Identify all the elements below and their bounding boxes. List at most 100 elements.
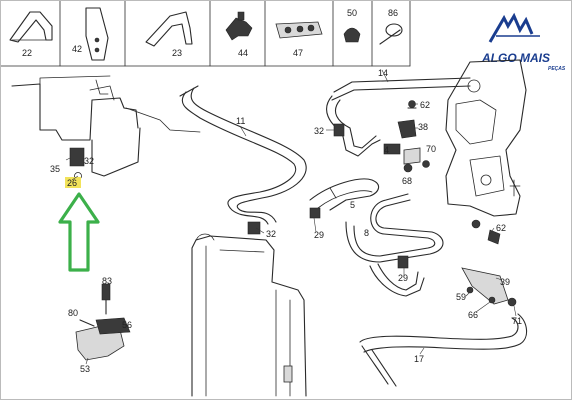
- leader-line: [71, 175, 79, 181]
- radiator-drain: [283, 365, 293, 383]
- pump-housing-outline: [445, 59, 527, 217]
- part-32-clamp-upper: [333, 123, 345, 137]
- part-32-drawing: [69, 147, 85, 167]
- engine-top-edge: [39, 75, 111, 85]
- brand-tagline: PEÇAS: [548, 66, 566, 72]
- radiator-outline-right: [195, 235, 307, 397]
- callout-label: 53: [80, 364, 90, 374]
- part-32-clamp: [247, 221, 261, 235]
- leader-line: [465, 291, 471, 297]
- part-71-drawing: [507, 297, 517, 307]
- leader-line: [475, 301, 491, 313]
- part-83-drawing: [101, 283, 111, 301]
- pump-fitting: [509, 179, 521, 197]
- engine-detail: [89, 85, 115, 101]
- part-68-drawing: [403, 163, 413, 173]
- callout-labels: 14 62 32 38 11 4 70 35 32 68 26 5 32 29 …: [50, 68, 522, 374]
- callout-label: 80: [68, 308, 78, 318]
- leader-line: [495, 277, 503, 281]
- callout-label: 32: [266, 229, 276, 239]
- callout-label: 62: [420, 100, 430, 110]
- callout-label: 8: [364, 228, 369, 238]
- leader-line: [419, 347, 425, 355]
- hose-5-upper: [309, 178, 380, 211]
- hose-11-upper: [181, 91, 297, 225]
- thumb-label-22: 22: [22, 48, 32, 58]
- hose-5-ring: [329, 187, 337, 199]
- plate-42-hole: [94, 47, 100, 53]
- callout-label: 66: [468, 310, 478, 320]
- hose-17-down: [361, 345, 389, 385]
- thumb-label-42: 42: [72, 44, 82, 54]
- callout-label: 29: [314, 230, 324, 240]
- highlighted-callout-26: 26: [67, 178, 77, 188]
- callout-label: 68: [402, 176, 412, 186]
- radiator-outline-left: [191, 239, 197, 397]
- brand-logo: ALGO MAIS PEÇAS: [481, 12, 566, 72]
- thumb-label-47: 47: [293, 48, 303, 58]
- pump-body: [469, 155, 505, 197]
- callout-label: 59: [456, 292, 466, 302]
- leader-line: [489, 227, 495, 235]
- bracket-22-drawing: [9, 11, 53, 43]
- engine-edge-line: [125, 107, 201, 133]
- thumbnail-strip: 22 42 23 44 47 50 86: [0, 0, 411, 67]
- hose-11-lower: [190, 87, 307, 223]
- leader-line: [239, 125, 247, 137]
- hose-14-drop-inner: [335, 99, 377, 149]
- logo-mark-icon: [488, 12, 534, 43]
- callout-label: 62: [496, 223, 506, 233]
- callout-label: 35: [50, 164, 60, 174]
- engine-lower: [91, 127, 141, 177]
- part-4-drawing: [383, 143, 401, 155]
- grommet-50-drawing: [343, 27, 361, 43]
- callout-label: 71: [512, 316, 522, 326]
- up-arrow-icon: [58, 192, 100, 272]
- callout-label: 70: [426, 144, 436, 154]
- part-56-drawing: [95, 317, 131, 335]
- pump-bolt: [480, 174, 492, 186]
- leader-line: [85, 357, 89, 365]
- hose-14-upper: [333, 77, 471, 93]
- lower-left-bracket: [75, 283, 131, 361]
- hose-5-inner: [317, 190, 373, 209]
- hose-11-end: [179, 85, 199, 97]
- part-62-fitting: [487, 229, 501, 245]
- engine-port: [95, 79, 109, 95]
- engine-outline: [11, 83, 139, 141]
- plate-42-hole: [94, 37, 100, 43]
- radiator-top-tank: [219, 249, 265, 253]
- thumb-label-86: 86: [388, 8, 398, 18]
- brand-name: ALGO MAIS: [481, 51, 550, 65]
- callout-label: 32: [314, 126, 324, 136]
- thumb-label-23: 23: [172, 48, 182, 58]
- clip-44-top: [237, 11, 245, 21]
- callout-label: 39: [500, 277, 510, 287]
- hose-8-outer: [345, 199, 444, 263]
- part-70-drawing: [403, 147, 421, 165]
- part-29-clamp: [309, 207, 321, 219]
- leader-line: [513, 305, 517, 317]
- pump-bolt: [467, 79, 481, 93]
- part-29-clamp-lower: [397, 255, 409, 269]
- hose-14-lower: [331, 85, 471, 101]
- hose-17-inner: [363, 313, 528, 353]
- callout-label: 29: [398, 273, 408, 283]
- clip-47-hole: [284, 26, 292, 34]
- callout-label: 4: [384, 145, 389, 155]
- strap-86-tail: [379, 29, 401, 45]
- bracket-39-drawing: [461, 267, 509, 305]
- part-62-lower-drawing: [471, 219, 481, 229]
- hose-29-inner: [377, 263, 419, 291]
- pump-housing-detail: [455, 99, 497, 145]
- clip-47-hole: [307, 24, 315, 32]
- bracket-23-drawing: [145, 11, 193, 47]
- callout-label: 14: [378, 68, 388, 78]
- engine-block: [11, 75, 201, 180]
- callout-label: 32: [84, 156, 94, 166]
- leader-35: [65, 157, 71, 161]
- thumb-label-44: 44: [238, 48, 248, 58]
- callout-label: 56: [122, 320, 132, 330]
- leader-line: [255, 227, 265, 234]
